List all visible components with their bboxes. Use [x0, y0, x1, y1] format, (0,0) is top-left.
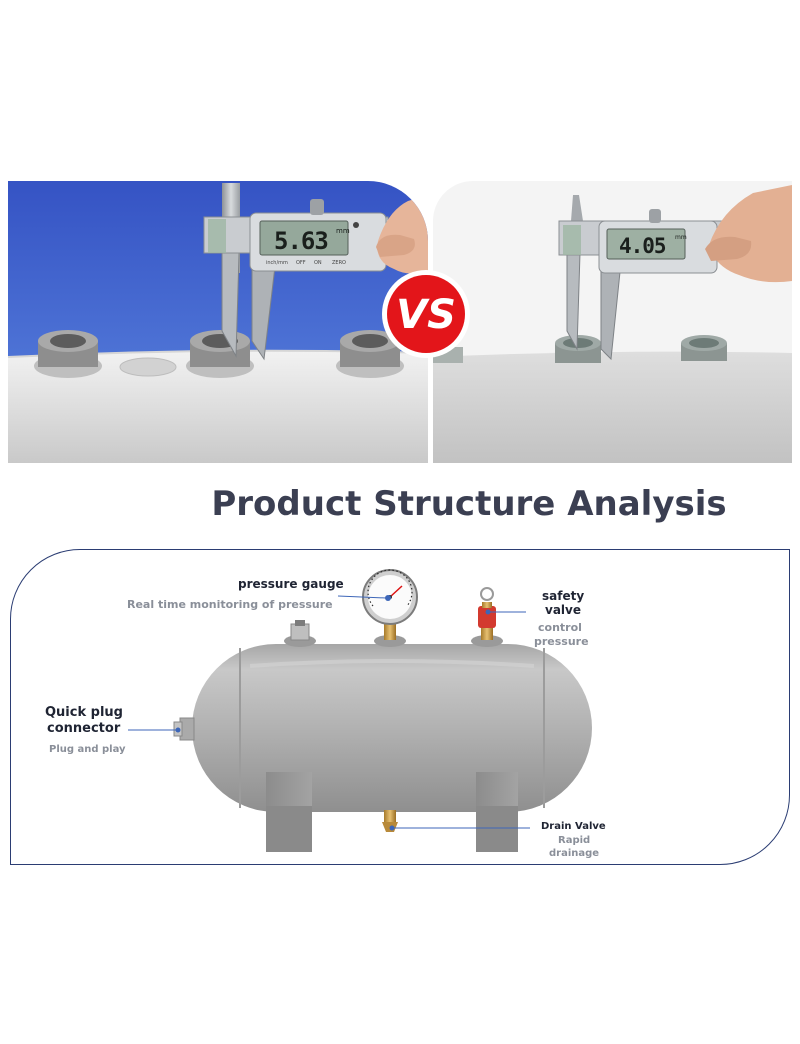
structure-diagram-frame: [10, 549, 790, 865]
thin-fitting-middle: [555, 335, 601, 363]
fitting-left: [34, 330, 102, 378]
vs-label: VS: [396, 292, 456, 338]
safety-valve-description-line2: pressure: [534, 635, 589, 648]
quick-plug-label-line2: connector: [47, 721, 121, 736]
caliper-button-label: ZERO: [332, 260, 346, 266]
safety-valve-label-line1: safety: [542, 589, 585, 603]
digital-caliper: 4.05 mm: [558, 195, 724, 361]
caliper-measuring-thick-fitting-illustration: 5.63 mm inch/mm OFF ON ZERO: [8, 181, 428, 463]
drain-valve-description-line2: drainage: [549, 848, 600, 859]
vs-badge: VS: [380, 268, 472, 364]
quick-plug-description: Plug and play: [49, 744, 126, 755]
left-caliper-reading: 5.63: [274, 227, 328, 255]
caliper-measuring-thin-fitting-illustration: 4.05 mm: [433, 181, 792, 463]
safety-valve-description-line1: control: [538, 621, 582, 634]
svg-text:mm: mm: [675, 234, 687, 241]
top-port-left: [284, 620, 316, 647]
pressure-gauge-description: Real time monitoring of pressure: [127, 598, 333, 611]
digital-caliper: 5.63 mm inch/mm OFF ON ZERO: [203, 183, 389, 361]
comparison-photo-left: 5.63 mm inch/mm OFF ON ZERO: [8, 181, 428, 463]
air-tank-body: [192, 644, 592, 812]
safety-valve: [471, 587, 503, 647]
drain-valve-label: Drain Valve: [541, 821, 606, 832]
section-title: Product Structure Analysis: [211, 484, 727, 524]
comparison-photo-right: 4.05 mm: [433, 181, 792, 463]
fitting-right: [336, 330, 404, 378]
caliper-button-label: OFF: [296, 260, 306, 266]
svg-text:mm: mm: [336, 227, 350, 235]
drain-valve-description-line1: Rapid: [558, 835, 591, 846]
hand-holding-caliper: [705, 185, 792, 283]
quick-plug-label-line1: Quick plug: [45, 705, 123, 720]
caliper-button-label: inch/mm: [266, 260, 288, 266]
safety-valve-label-line2: valve: [545, 603, 581, 617]
hand-holding-caliper: [376, 195, 428, 274]
tank-support-legs: [266, 772, 518, 852]
caliper-button-label: ON: [314, 260, 322, 266]
pressure-gauge-label: pressure gauge: [238, 577, 344, 591]
callout-leader-lines: [128, 595, 530, 831]
pressure-gauge: [362, 569, 418, 647]
thin-fitting-right: [681, 335, 727, 361]
right-caliper-reading: 4.05: [619, 234, 666, 258]
